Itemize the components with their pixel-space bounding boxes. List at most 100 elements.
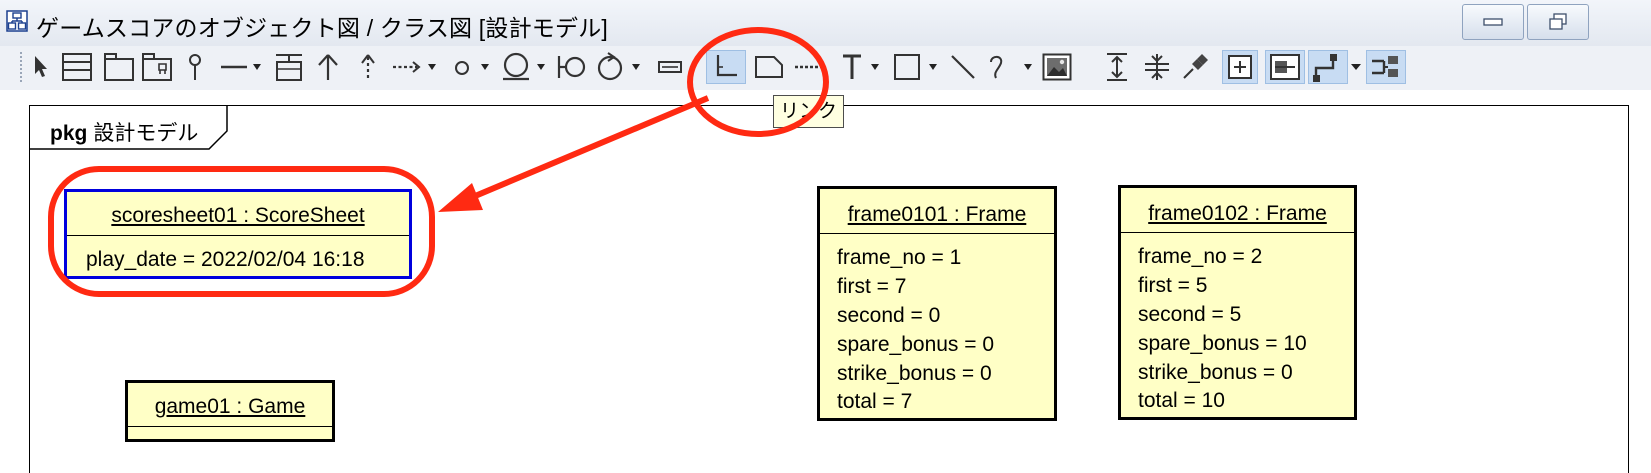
- pin-icon: [1183, 54, 1208, 79]
- plus-box-icon: [1228, 55, 1252, 79]
- line-tool[interactable]: [948, 50, 978, 84]
- object-game01[interactable]: game01 : Game: [125, 380, 335, 442]
- boundary-tool[interactable]: [555, 50, 589, 84]
- object-title: frame0101 : Frame: [847, 203, 1027, 226]
- package-tab: [29, 105, 228, 150]
- object-attribute: total = 7: [837, 390, 913, 413]
- object-attribute: spare_bonus = 0: [837, 333, 995, 356]
- text-tool[interactable]: [840, 50, 886, 84]
- auto-layout-icon: [1372, 56, 1398, 77]
- note-icon: [755, 56, 783, 78]
- dotted-line-icon: [795, 65, 823, 69]
- expand-vertical-icon: [1107, 53, 1127, 81]
- realization-tool[interactable]: [355, 50, 381, 84]
- line-style-tool[interactable]: [1308, 50, 1348, 84]
- text-T-icon: [843, 54, 879, 79]
- dependency-arrow-icon: [393, 61, 436, 73]
- link-icon: [716, 55, 737, 77]
- image-tool[interactable]: [1040, 50, 1074, 84]
- boundary-icon: [557, 56, 586, 78]
- entity-tool[interactable]: [500, 50, 550, 84]
- align-icon: [1270, 54, 1300, 80]
- class-box-icon: [62, 53, 92, 81]
- align-tool[interactable]: [1265, 50, 1305, 84]
- object-scoresheet01[interactable]: scoresheet01 : ScoreSheet play_date = 20…: [64, 189, 412, 279]
- object-attribute: second = 5: [1138, 303, 1242, 326]
- diagonal-line-icon: [951, 55, 975, 79]
- select-tool[interactable]: [30, 50, 52, 84]
- association-line-icon: [221, 64, 261, 70]
- object-rect-icon: [658, 61, 682, 73]
- fit-tool[interactable]: [1222, 50, 1258, 84]
- restore-icon: [1549, 13, 1567, 30]
- small-circle-icon: [455, 61, 489, 75]
- package-keyword: pkg: [50, 122, 88, 145]
- object-attribute: total = 10: [1138, 389, 1225, 412]
- realization-arrow-icon: [361, 54, 375, 80]
- object-title: frame0102 : Frame: [1148, 202, 1327, 225]
- freehand-icon: [990, 55, 1032, 79]
- toolbar-grip[interactable]: [20, 52, 25, 82]
- minimize-button[interactable]: [1462, 4, 1524, 40]
- object-attribute: frame_no = 2: [1138, 245, 1263, 268]
- generalization-arrow-icon: [318, 54, 338, 80]
- pin-tool[interactable]: [1180, 50, 1210, 84]
- instance-tool[interactable]: [450, 50, 496, 84]
- package-tool[interactable]: [102, 50, 136, 84]
- dependency-tool[interactable]: [390, 50, 442, 84]
- subsystem-tool[interactable]: [140, 50, 174, 84]
- rectangle-tool[interactable]: [892, 50, 942, 84]
- restore-button[interactable]: [1527, 4, 1589, 40]
- object-attribute: first = 5: [1138, 274, 1208, 297]
- chevron-down-icon: [1351, 64, 1361, 70]
- class-tool[interactable]: [60, 50, 94, 84]
- object-attribute: play_date = 2022/02/04 16:18: [86, 248, 365, 271]
- shrink-vertical-tool[interactable]: [1140, 50, 1174, 84]
- association-class-icon: [276, 54, 302, 81]
- object-attribute: strike_bonus = 0: [837, 362, 992, 385]
- object-frame0102[interactable]: frame0102 : Frame frame_no = 2 first = 5…: [1118, 185, 1357, 420]
- object-attribute: spare_bonus = 10: [1138, 332, 1307, 355]
- object-title: game01 : Game: [154, 395, 306, 418]
- object-attribute: second = 0: [837, 304, 941, 327]
- line-style-dropdown[interactable]: [1349, 50, 1363, 84]
- expand-vertical-tool[interactable]: [1100, 50, 1134, 84]
- lollipop-icon: [189, 54, 201, 80]
- diagram-toolbar: [0, 46, 1651, 90]
- association-class-tool[interactable]: [272, 50, 306, 84]
- association-tool[interactable]: [218, 50, 266, 84]
- note-tool[interactable]: [752, 50, 786, 84]
- object-separator: [1121, 232, 1354, 233]
- control-tool[interactable]: [595, 50, 645, 84]
- object-tool[interactable]: [655, 50, 685, 84]
- object-attribute: frame_no = 1: [837, 246, 962, 269]
- object-frame0101[interactable]: frame0101 : Frame frame_no = 1 first = 7…: [817, 186, 1057, 421]
- interface-lollipop-tool[interactable]: [184, 50, 206, 84]
- cursor-arrow-icon: [35, 56, 47, 77]
- object-title: scoresheet01 : ScoreSheet: [111, 204, 365, 227]
- link-tooltip: リンク: [773, 95, 845, 128]
- subsystem-icon: [142, 53, 172, 81]
- auto-layout-tool[interactable]: [1366, 50, 1406, 84]
- object-separator: [67, 235, 409, 236]
- line-style-icon: [1313, 54, 1337, 82]
- object-attribute: first = 7: [837, 275, 907, 298]
- minimize-icon: [1483, 18, 1503, 26]
- image-icon: [1042, 53, 1072, 81]
- note-anchor-tool[interactable]: [792, 50, 826, 84]
- link-tool[interactable]: [706, 50, 746, 84]
- control-icon: [597, 52, 640, 81]
- shrink-vertical-icon: [1145, 54, 1169, 80]
- package-icon: [104, 53, 134, 81]
- entity-circle-icon: [503, 52, 545, 81]
- object-separator: [128, 426, 332, 427]
- freehand-tool[interactable]: [985, 50, 1037, 84]
- object-separator: [820, 233, 1054, 234]
- generalization-tool[interactable]: [313, 50, 343, 84]
- diagram-icon: [6, 10, 28, 32]
- window-title: ゲームスコアのオブジェクト図 / クラス図 [設計モデル]: [36, 15, 608, 41]
- object-attribute: strike_bonus = 0: [1138, 361, 1293, 384]
- title-bar: ゲームスコアのオブジェクト図 / クラス図 [設計モデル]: [0, 0, 1651, 47]
